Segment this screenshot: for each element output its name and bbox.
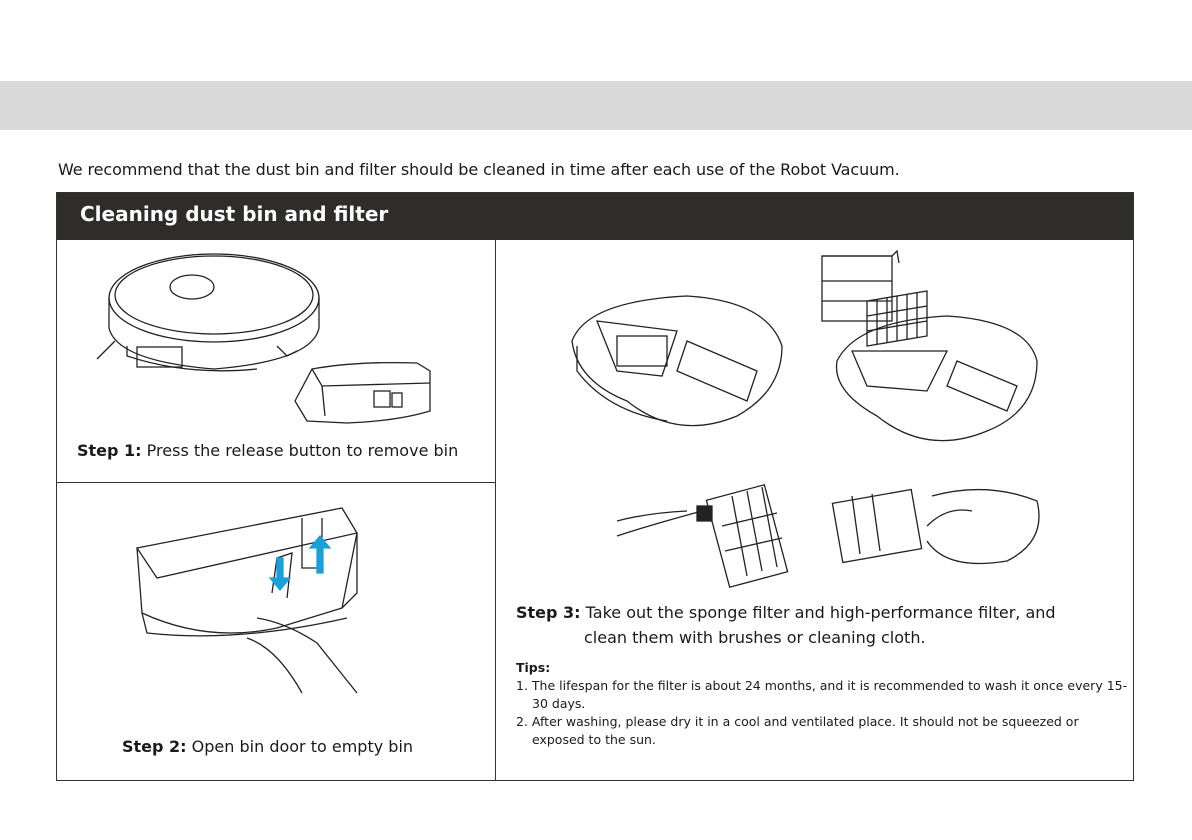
step1-text: Press the release button to remove bin [146,441,459,460]
step1-label: Step 1: [77,441,142,460]
step2-label: Step 2: [122,737,187,756]
vertical-divider [495,240,496,781]
tip-item-2: 2. After washing, please dry it in a coo… [516,714,1079,747]
header-band [0,81,1192,130]
step3-illustration [571,249,1040,589]
step2-illustration [135,507,359,694]
panel-header: Cleaning dust bin and filter [57,193,1133,240]
step2-text: Open bin door to empty bin [191,737,414,756]
panel-title: Cleaning dust bin and filter [80,202,389,226]
step3-text-line2: clean them with brushes or cleaning clot… [584,628,926,647]
tips-title: Tips: [516,660,551,675]
horizontal-divider [57,482,495,483]
tips-block: Tips: 1. The lifespan for the filter is … [516,659,1128,749]
step3-caption-line1: Step 3: Take out the sponge filter and h… [516,603,1056,622]
step3-text-line1: Take out the sponge filter and high-perf… [585,603,1056,622]
step1-caption: Step 1: Press the release button to remo… [77,441,458,460]
tip-item-1: 1. The lifespan for the filter is about … [516,678,1128,711]
intro-text: We recommend that the dust bin and filte… [58,160,900,179]
step2-caption: Step 2: Open bin door to empty bin [122,737,413,756]
step3-label: Step 3: [516,603,581,622]
cleaning-panel: Cleaning dust bin and filter Step 1: Pre… [56,192,1134,781]
step1-illustration [96,253,431,424]
